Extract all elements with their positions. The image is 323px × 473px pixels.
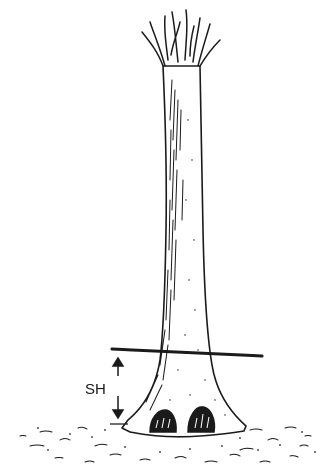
tree-trunk bbox=[122, 66, 246, 437]
stump-height-label: SH bbox=[85, 381, 106, 398]
height-arrow bbox=[110, 358, 128, 424]
trunk-top-splinters bbox=[142, 10, 220, 66]
